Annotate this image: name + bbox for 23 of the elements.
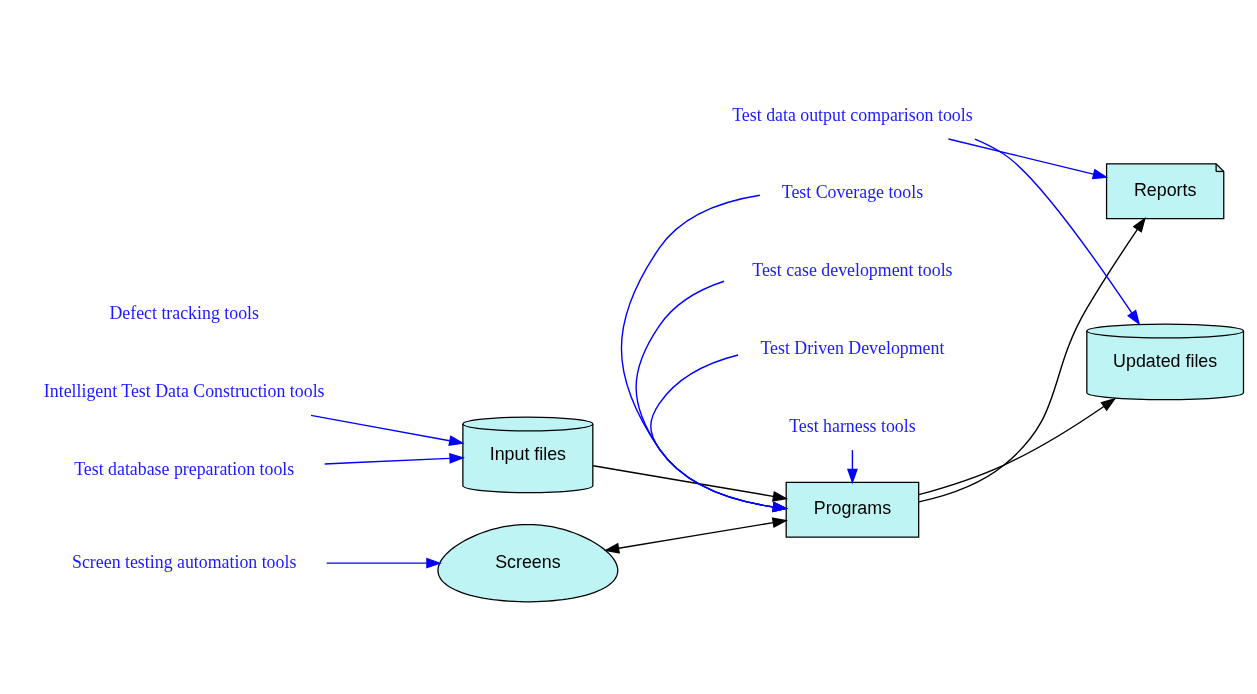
node-text: Test database preparation tools (74, 458, 295, 479)
arrow (603, 516, 788, 554)
arrow (620, 194, 789, 512)
arrow (847, 449, 858, 484)
arrow (918, 397, 1117, 495)
node-text: Test data output comparison tools (732, 104, 973, 125)
arrow (650, 353, 789, 512)
node-box: Programs (785, 481, 920, 538)
node-text: Intelligent Test Data Construction tools (43, 380, 325, 401)
arrow (592, 464, 789, 502)
node-text: Screen testing automation tools (72, 551, 297, 572)
node-text: Test harness tools (789, 415, 916, 436)
label: Defect tracking tools (109, 302, 259, 323)
arrow (918, 216, 1146, 503)
node-text: Test Coverage tools (781, 181, 924, 202)
arrow (635, 280, 789, 512)
arrow (310, 414, 465, 446)
arrow (324, 452, 465, 465)
arrow (974, 137, 1141, 326)
arrow (947, 137, 1109, 179)
arrow (326, 557, 442, 569)
node-text: Test case development tools (752, 259, 953, 280)
node-text: Test Driven Development (760, 337, 945, 358)
